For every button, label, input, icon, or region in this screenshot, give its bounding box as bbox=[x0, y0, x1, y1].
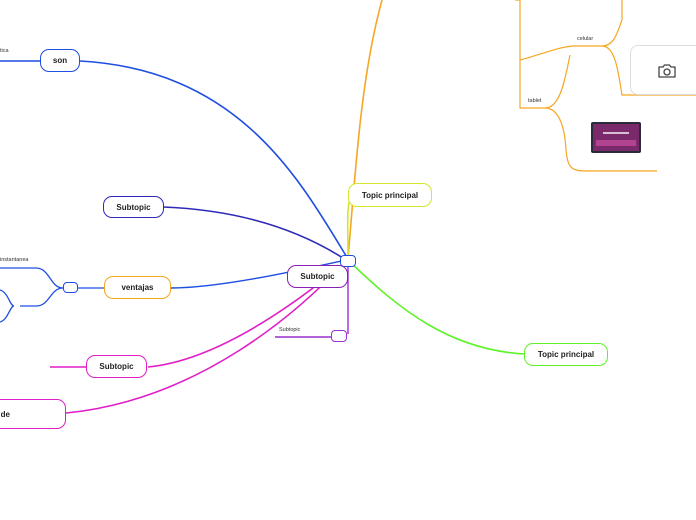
subtopic-small-hub[interactable] bbox=[331, 330, 347, 342]
node-subtopic-left[interactable]: Subtopic bbox=[103, 196, 164, 218]
connector-tablet-img bbox=[544, 54, 571, 109]
connector-son bbox=[79, 60, 349, 260]
node-de[interactable]: de bbox=[0, 399, 66, 429]
connector-topic-green bbox=[349, 261, 526, 355]
connector-hub-instantanea bbox=[0, 267, 64, 289]
label-tablet: tablet bbox=[528, 98, 542, 104]
node-son[interactable]: son bbox=[40, 49, 80, 72]
label-subtopic-small: Subtopic bbox=[279, 327, 301, 333]
camera-icon bbox=[658, 64, 676, 78]
camera-card[interactable] bbox=[630, 45, 696, 95]
connector-celular bbox=[519, 45, 602, 61]
connector-subtopic-left bbox=[162, 206, 347, 261]
connector-celular-branches bbox=[601, 0, 696, 96]
label-instantanea: instantanea bbox=[0, 257, 29, 263]
connector-hub-lower bbox=[20, 287, 64, 307]
node-center-subtopic[interactable]: Subtopic bbox=[287, 265, 348, 288]
node-subtopic-bottom[interactable]: Subtopic bbox=[86, 355, 147, 378]
tablet-image bbox=[591, 122, 641, 153]
label-celular: celular bbox=[577, 36, 594, 42]
label-tica: tica bbox=[0, 48, 9, 54]
node-topic-green[interactable]: Topic principal bbox=[524, 343, 608, 366]
connector-tablet bbox=[544, 107, 657, 172]
connector-orange bbox=[347, 0, 383, 259]
connector-lower-fork bbox=[0, 289, 15, 323]
connector-orange-right bbox=[515, 0, 545, 109]
ventajas-hub[interactable] bbox=[63, 282, 78, 293]
node-topic-yellow[interactable]: Topic principal bbox=[348, 183, 432, 207]
node-ventajas[interactable]: ventajas bbox=[104, 276, 171, 299]
connector-ventajas bbox=[170, 259, 347, 289]
center-hub[interactable] bbox=[340, 255, 356, 267]
